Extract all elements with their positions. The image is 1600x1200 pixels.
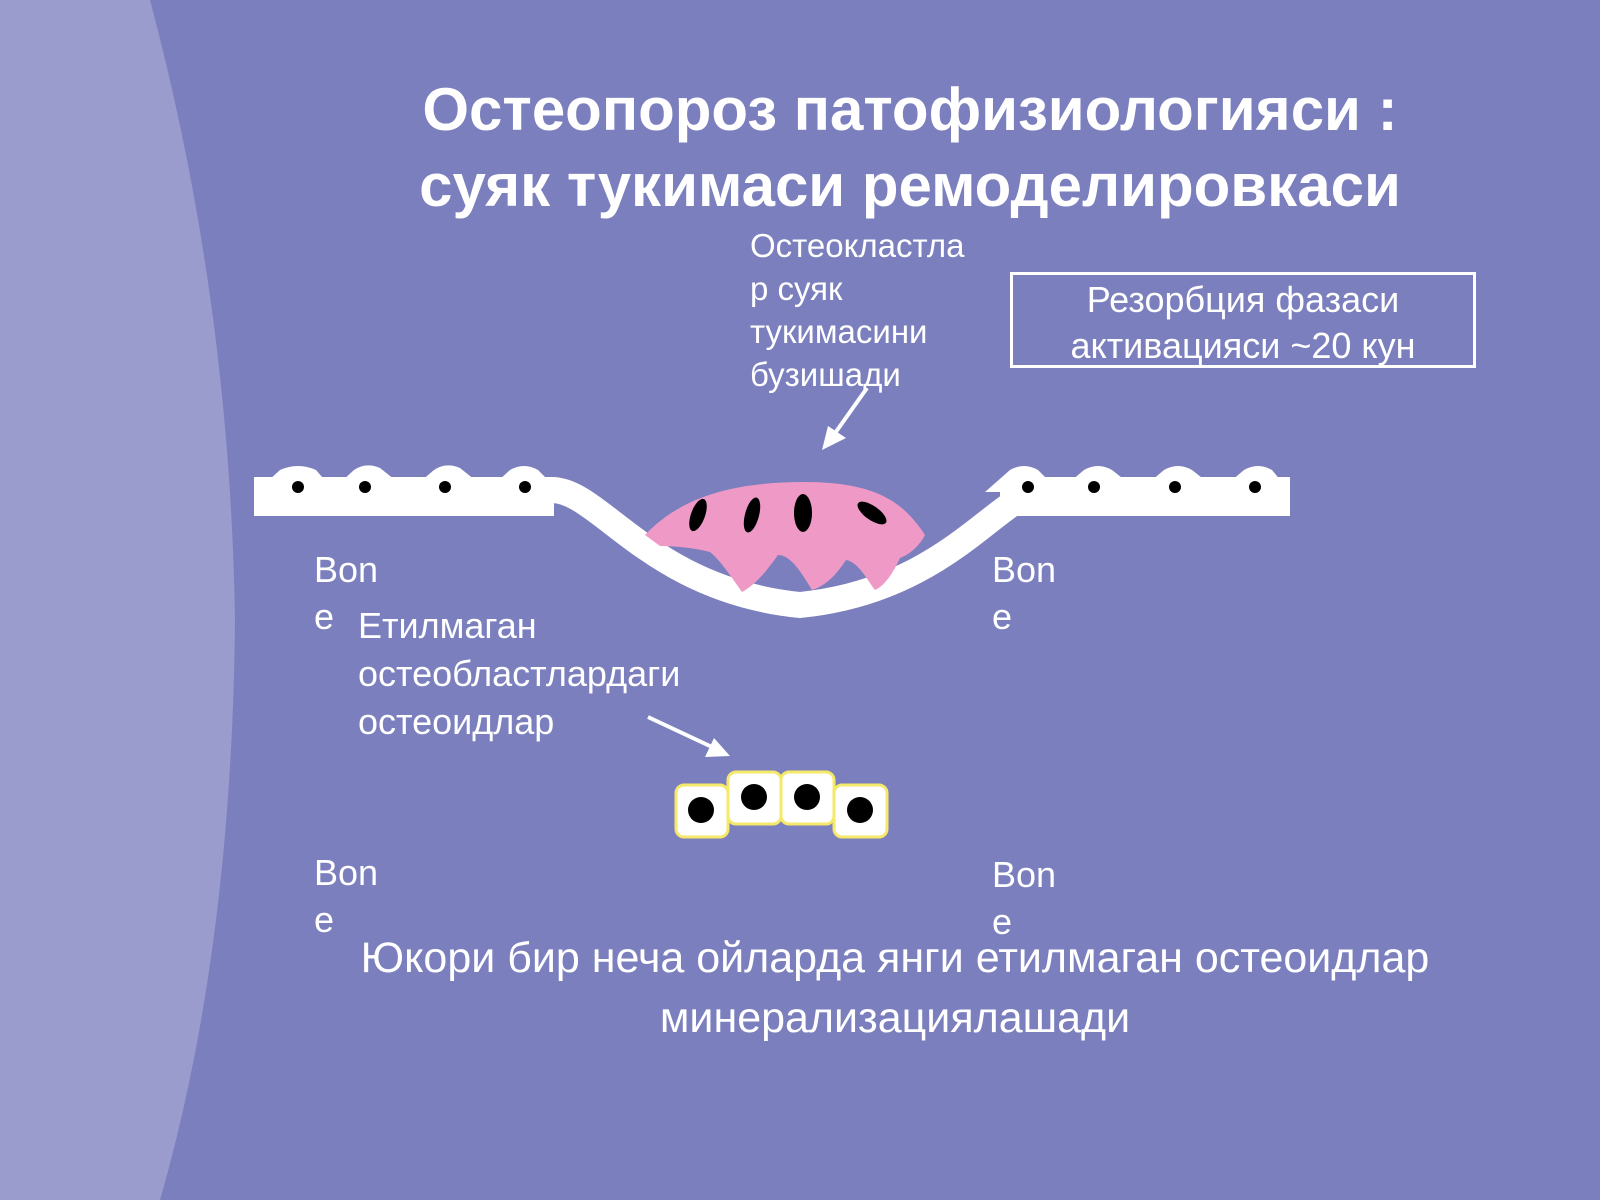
bone-surface-right-flat [1000, 490, 1290, 516]
bone-label-top-right: Bon e [992, 549, 1057, 637]
osteoclast-nuclei [689, 494, 887, 533]
nucleus [743, 497, 761, 533]
nucleus [688, 797, 714, 823]
nucleus [439, 481, 451, 493]
lining-cell [486, 466, 560, 492]
bone-surface-left-flat [254, 490, 554, 516]
nucleus [689, 498, 707, 532]
arrow-osteoid-callout [647, 715, 730, 757]
nucleus [292, 481, 304, 493]
lining-cell-nuclei-right [1022, 481, 1261, 493]
osteoclast [645, 482, 925, 592]
nucleus [1169, 481, 1181, 493]
nucleus [1088, 481, 1100, 493]
bone-label-bottom-left: Bon e [314, 852, 379, 940]
osteoblast-nuclei [688, 784, 873, 823]
nucleus [359, 481, 371, 493]
lining-cell [985, 466, 1060, 492]
lining-cell [1058, 466, 1140, 492]
lining-cell-nuclei-left [292, 481, 531, 493]
nucleus [1249, 481, 1261, 493]
nucleus [847, 797, 873, 823]
nucleus [741, 784, 767, 810]
osteoclast-callout-label: Остеокластла р суяк тукимасини бузишади [750, 227, 965, 393]
bone-label-bottom-right: Bon e [992, 854, 1057, 942]
slide-title: Остеопороз патофизиологияси : суяк туким… [419, 76, 1401, 219]
left-decorative-band [0, 0, 235, 1200]
nucleus [1022, 481, 1034, 493]
lining-cell [256, 466, 335, 492]
lining-cell [408, 465, 490, 492]
resorption-phase-text: Резорбция фазаси активацияси ~20 кун [1070, 279, 1416, 366]
lining-cell [330, 465, 410, 492]
osteoid-callout-label: Етилмаган остеобластлардаги остеоидлар [358, 605, 681, 742]
lining-cell [1218, 466, 1290, 492]
arrow-osteoclast-callout [822, 386, 869, 450]
lining-cell [1138, 466, 1220, 492]
nucleus [857, 501, 887, 525]
mineralization-caption: Юкори бир неча ойларда янги етилмаган ос… [360, 934, 1430, 1042]
nucleus [794, 494, 812, 532]
nucleus [519, 481, 531, 493]
lining-cells-right [985, 466, 1290, 492]
lining-cells-left [256, 465, 560, 492]
resorption-phase-box: Резорбция фазаси активацияси ~20 кун [1010, 272, 1476, 368]
nucleus [794, 784, 820, 810]
bone-label-top-left: Bon e [314, 549, 379, 637]
